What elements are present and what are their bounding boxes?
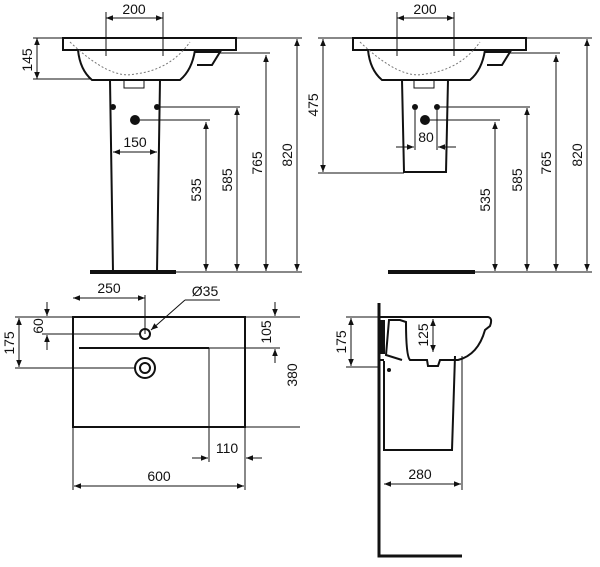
basin-outline: [62, 37, 237, 81]
dim-bowl-edge-depth: 105: [258, 320, 274, 344]
dim-drain-height: 535: [477, 188, 493, 212]
dim-tap-spacing: 200: [122, 1, 146, 17]
drain-outlet: [130, 115, 140, 125]
semipedestal: [401, 79, 449, 173]
dim-semipedestal-height: 475: [305, 93, 321, 117]
dim-tap-hole-depth: 60: [30, 318, 46, 334]
basin-outline: [352, 37, 527, 81]
dim-pipe-spacing: 150: [123, 134, 147, 150]
drain-outlet: [420, 115, 430, 125]
dim-drain-height: 535: [188, 178, 204, 202]
pedestal: [109, 79, 161, 273]
floor-line: [90, 270, 176, 274]
wall-and-floor: [377, 303, 462, 558]
dim-bowl-depth: 125: [415, 323, 431, 347]
basin-section: [380, 316, 493, 367]
dim-drain-depth: 175: [333, 330, 349, 354]
front-pedestal-view: 200 145 150 535 585 765 820: [19, 1, 302, 274]
dim-rim-height: 820: [279, 143, 295, 167]
dim-rim-height: 820: [569, 143, 585, 167]
floor-line: [388, 270, 475, 274]
dim-total-depth: 380: [284, 363, 300, 387]
dim-supply-height: 585: [509, 168, 525, 192]
dim-total-width: 600: [147, 468, 171, 484]
dim-drain-depth: 175: [1, 331, 17, 355]
dim-tap-hole-diameter: Ø35: [192, 283, 219, 299]
dim-basin-depth: 145: [19, 48, 35, 72]
side-section-view: 175 125 280: [333, 303, 493, 558]
drain-hole: [134, 357, 156, 379]
dim-tap-spacing: 200: [413, 1, 437, 17]
dim-tap-hole-offset: 250: [97, 280, 121, 296]
front-semipedestal-view: 200 475 80 535 585 765 820: [305, 1, 592, 274]
dim-shelf-width: 110: [216, 440, 239, 456]
dim-supply-height: 585: [219, 168, 235, 192]
dim-pedestal-projection: 280: [408, 466, 432, 482]
plan-view: 250 Ø35 60 175 105 380 110 600: [1, 280, 300, 490]
dim-bowl-underside-height: 765: [538, 151, 554, 175]
dim-pipe-spacing: 80: [418, 129, 434, 145]
dim-bowl-underside-height: 765: [249, 151, 265, 175]
